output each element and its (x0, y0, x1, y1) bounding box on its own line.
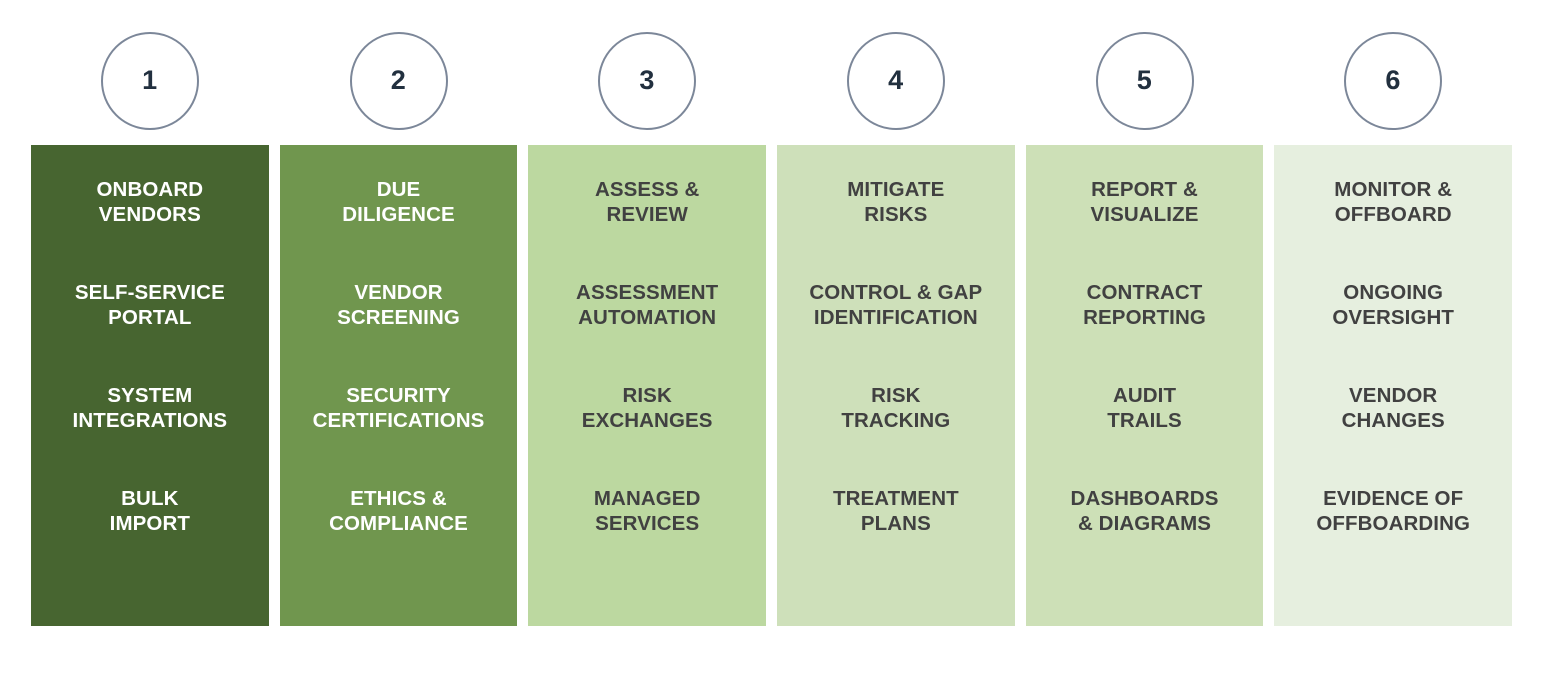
step-panel-item: RISK TRACKING (841, 384, 951, 432)
step-panel-heading: DUE DILIGENCE (342, 178, 455, 226)
step-panel: ASSESS & REVIEW ASSESSMENT AUTOMATION RISK… (528, 145, 767, 626)
step-number: 4 (888, 65, 904, 95)
step-number: 3 (639, 65, 655, 95)
step-circle-wrap: 5 (1026, 16, 1264, 145)
step-panel-item: ETHICS & COMPLIANCE (329, 487, 468, 535)
step-panel-item: CONTRACT REPORTING (1083, 281, 1206, 329)
step-panel-heading: ASSESS & REVIEW (594, 178, 700, 226)
step-circle-wrap: 4 (777, 16, 1015, 145)
step-number-circle: 1 (100, 31, 199, 130)
step-panel-item: ASSESSMENT AUTOMATION (576, 281, 719, 329)
step-number-circle: 6 (1344, 31, 1443, 130)
step-number-circle: 5 (1095, 31, 1194, 130)
step-number-circle: 4 (846, 31, 945, 130)
step-panel-item: SYSTEM INTEGRATIONS (72, 384, 228, 432)
step-number-circle: 3 (598, 31, 697, 130)
step-panel-item: CONTROL & GAP IDENTIFICATION (809, 281, 983, 329)
step-number: 6 (1385, 65, 1401, 95)
step-panel-item: SELF-SERVICE PORTAL (74, 281, 225, 329)
step-panel: DUE DILIGENCE VENDOR SCREENING SECURITY CE… (279, 145, 518, 626)
step-panel-heading: ONBOARD VENDORS (96, 178, 204, 226)
step-panel: MONITOR & OFFBOARD ONGOING OVERSIGHT VENDO… (1274, 145, 1513, 626)
step-panel-item: AUDIT TRAILS (1107, 384, 1182, 432)
step-number: 2 (390, 65, 407, 95)
step-circle-wrap: 6 (1274, 16, 1512, 145)
step-panel-item: EVIDENCE OF OFFBOARDING (1316, 487, 1471, 535)
step-panel-heading: REPORT & VISUALIZE (1090, 178, 1199, 226)
step-panel-item: BULK IMPORT (109, 487, 190, 535)
step-panel-heading: MITIGATE RISKS (847, 178, 945, 226)
step-panel: ONBOARD VENDORS SELF-SERVICE PORTAL SYSTEM… (31, 145, 269, 626)
step-number: 1 (142, 65, 158, 95)
step-panel-item: VENDOR CHANGES (1341, 384, 1445, 432)
step-panel-item: TREATMENT PLANS (832, 487, 959, 535)
step-panel-item: ONGOING OVERSIGHT (1332, 281, 1455, 329)
step-number-circle: 2 (349, 31, 448, 130)
step-panel: MITIGATE RISKS CONTROL & GAP IDENTIFICATI… (777, 145, 1015, 626)
step-panel-item: VENDOR SCREENING (337, 281, 460, 329)
step-panel-item: RISK EXCHANGES (581, 384, 713, 432)
step-panel-item: MANAGED SERVICES (593, 487, 701, 535)
step-panel-heading: MONITOR & OFFBOARD (1334, 178, 1453, 226)
step-panel-item: DASHBOARDS & DIAGRAMS (1070, 487, 1219, 535)
step-circle-wrap: 3 (528, 16, 766, 145)
step-number: 5 (1136, 65, 1153, 95)
step-panel: REPORT & VISUALIZE CONTRACT REPORTING AUDI… (1025, 145, 1264, 626)
step-panel-item: SECURITY CERTIFICATIONS (312, 384, 485, 432)
step-circle-wrap: 1 (31, 16, 269, 145)
step-circle-wrap: 2 (280, 16, 518, 145)
